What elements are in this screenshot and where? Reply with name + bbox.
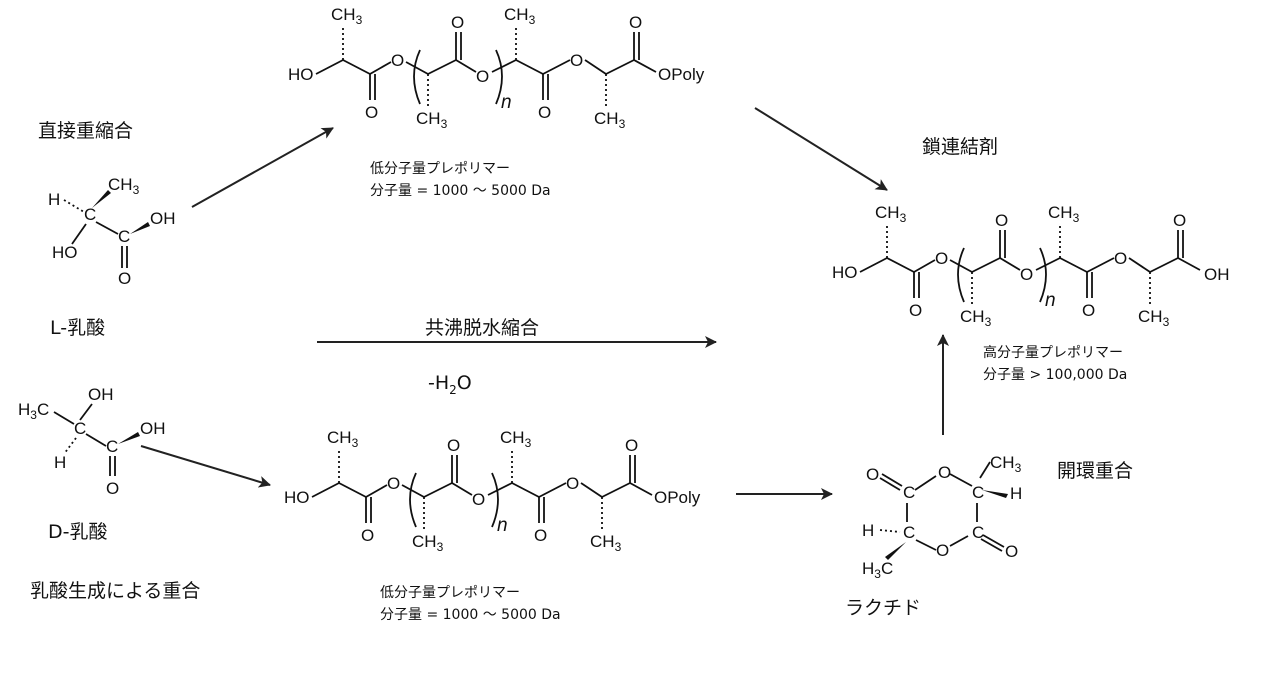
l-lactic-acid-label: L-乳酸 <box>50 317 106 339</box>
arrow-chain-extender <box>754 107 888 191</box>
low-mw-prepolymer-label-1: 低分子量プレポリマー 分子量 = 1000 ～ 5000 Da <box>370 158 551 202</box>
atom-label: O <box>1005 542 1018 561</box>
route-ring-opening: 開環重合 <box>1057 460 1134 482</box>
lactide-structure: O CH3 C H C O O C C O H H3C <box>862 453 1022 581</box>
water-byproduct: -H2O <box>428 372 472 397</box>
atom-label: H <box>1010 484 1022 503</box>
low-mw-prepolymer-structure-1: OPoly <box>287 4 705 132</box>
atom-label: C <box>903 523 915 542</box>
atom-label: O <box>866 465 879 484</box>
d-lactic-acid-label: D-乳酸 <box>48 521 108 543</box>
atom-label: O <box>118 269 131 288</box>
high-mw-prepolymer-label: 高分子量プレポリマー 分子量 > 100,000 Da <box>983 342 1127 386</box>
atom-label: O <box>938 463 951 482</box>
atom-label: O <box>106 479 119 498</box>
low-mw-prepolymer-structure-2: OPoly <box>283 427 701 555</box>
route-direct-polycondensation: 直接重縮合 <box>38 120 134 142</box>
arrow-direct-polycondensation <box>191 127 334 208</box>
l-lactic-acid-structure: H C CH3 HO C O OH <box>48 175 176 288</box>
lactide-label: ラクチド <box>845 597 922 619</box>
atom-label: OH <box>88 385 114 404</box>
route-azeotropic-dehydration: 共沸脱水縮合 <box>425 317 540 339</box>
arrow-d-lactic-to-prepolymer <box>140 445 271 488</box>
prepolymer-mw: 分子量 > 100,000 Da <box>983 367 1128 383</box>
prepolymer-mw: 分子量 = 1000 ～ 5000 Da <box>370 183 551 199</box>
atom-label: CH3 <box>990 453 1022 475</box>
route-lactic-acid-production: 乳酸生成による重合 <box>30 580 201 602</box>
atom-label: OH <box>1204 265 1230 284</box>
prepolymer-name: 低分子量プレポリマー <box>370 161 510 177</box>
prepolymer-name: 低分子量プレポリマー <box>380 585 520 601</box>
route-chain-extender: 鎖連結剤 <box>922 136 999 158</box>
atom-label: C <box>903 483 915 502</box>
high-mw-prepolymer-structure: OH <box>831 202 1230 330</box>
atom-label: HO <box>52 243 78 262</box>
atom-label: H3C <box>862 559 893 581</box>
atom-label: H3C <box>18 400 49 422</box>
low-mw-prepolymer-label-2: 低分子量プレポリマー 分子量 = 1000 ～ 5000 Da <box>380 582 561 626</box>
d-lactic-acid-structure: H3C C OH H C O OH <box>18 385 166 498</box>
atom-label: CH3 <box>108 175 140 197</box>
atom-label: H <box>862 521 874 540</box>
atom-label: O <box>936 541 949 560</box>
atom-label: C <box>972 483 984 502</box>
atom-label: OPoly <box>658 65 705 84</box>
atom-label: C <box>84 205 96 224</box>
atom-label: H <box>48 190 60 209</box>
prepolymer-mw: 分子量 = 1000 ～ 5000 Da <box>380 607 561 623</box>
atom-label: OPoly <box>654 488 701 507</box>
atom-label: C <box>106 437 118 456</box>
atom-label: OH <box>150 209 176 228</box>
atom-label: OH <box>140 419 166 438</box>
atom-label: C <box>74 419 86 438</box>
atom-label: C <box>972 523 984 542</box>
atom-label: H <box>54 453 66 472</box>
atom-label: C <box>118 227 130 246</box>
prepolymer-name: 高分子量プレポリマー <box>983 345 1123 361</box>
